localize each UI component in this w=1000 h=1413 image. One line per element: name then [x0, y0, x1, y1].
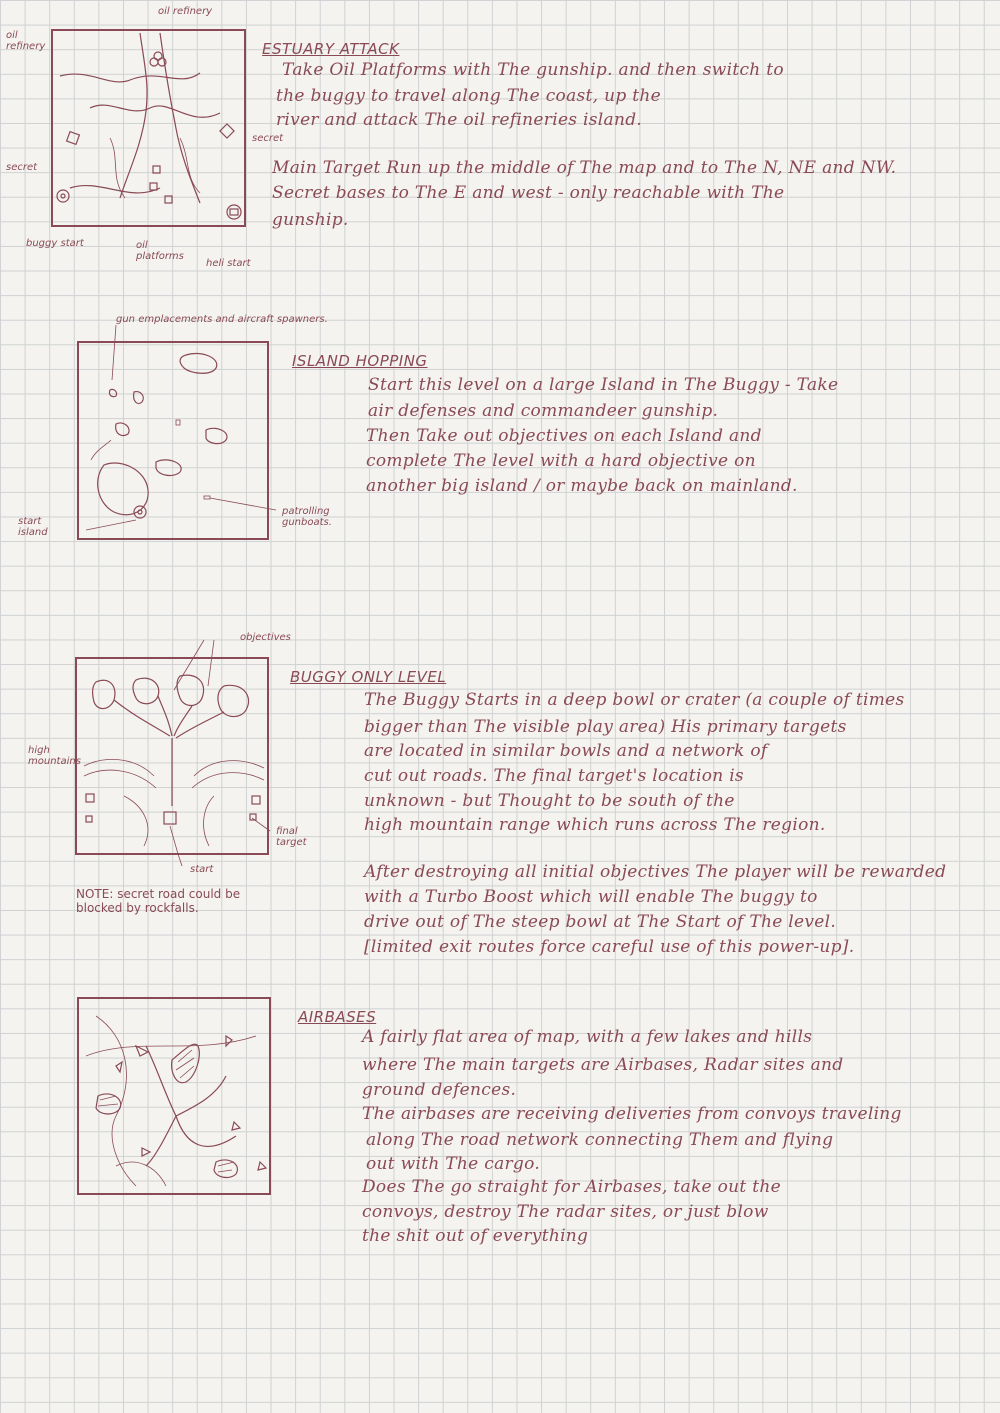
airbases-map-sketch: [77, 997, 271, 1195]
text-line: high mountain range which runs across Th…: [364, 815, 826, 835]
island-hopping-map-sketch: [77, 324, 277, 540]
text-line: are located in similar bowls and a netwo…: [364, 741, 768, 761]
section-title-estuary-attack: ESTUARY ATTACK: [262, 40, 400, 58]
text-line: along The road network connecting Them a…: [366, 1130, 834, 1150]
text-line: the shit out of everything: [362, 1226, 589, 1246]
section-title-airbases: AIRBASES: [298, 1008, 377, 1026]
buggy-only-level-map-sketch: [75, 639, 271, 867]
map-label-oil-refinery-top: oil refinery: [158, 6, 213, 17]
text-line: ground defences.: [362, 1080, 517, 1100]
text-line: convoys, destroy The radar sites, or jus…: [362, 1202, 769, 1222]
map-label-start: start: [190, 864, 214, 875]
text-line: unknown - but Thought to be south of the: [364, 791, 735, 811]
text-line: river and attack The oil refineries isla…: [276, 110, 643, 130]
text-line: with a Turbo Boost which will enable The…: [364, 887, 818, 907]
map-label-objectives: objectives: [240, 632, 291, 643]
text-line: Then Take out objectives on each Island …: [366, 426, 762, 446]
estuary-attack-map-sketch: [51, 29, 246, 227]
text-line: complete The level with a hard objective…: [366, 451, 756, 471]
text-line: The Buggy Starts in a deep bowl or crate…: [364, 690, 905, 710]
text-line: another big island / or maybe back on ma…: [366, 476, 798, 496]
map-label-heli-start: heli start: [206, 258, 251, 269]
map-label-oil-platforms: oil platforms: [136, 240, 184, 262]
map-label-start-island: start island: [18, 516, 48, 538]
text-line: Start this level on a large Island in Th…: [368, 375, 839, 395]
map-label-gun-emplacements: gun emplacements and aircraft spawners.: [116, 314, 328, 325]
text-line: Secret bases to The E and west - only re…: [272, 183, 785, 203]
text-line: air defenses and commandeer gunship.: [368, 401, 719, 421]
text-line: gunship.: [272, 210, 349, 230]
text-line: A fairly flat area of map, with a few la…: [362, 1027, 813, 1047]
text-line: Main Target Run up the middle of The map…: [272, 158, 897, 178]
map-label-high-mountains: high mountains: [28, 745, 81, 767]
text-line: out with The cargo.: [366, 1154, 541, 1174]
text-line: The airbases are receiving deliveries fr…: [362, 1104, 902, 1124]
note-line: NOTE: secret road could be: [76, 887, 241, 901]
text-line: [limited exit routes force careful use o…: [364, 937, 855, 957]
section-title-island-hopping: ISLAND HOPPING: [292, 352, 428, 370]
text-line: where The main targets are Airbases, Rad…: [362, 1055, 844, 1075]
text-line: Does The go straight for Airbases, take …: [362, 1177, 781, 1197]
text-line: the buggy to travel along The coast, up …: [276, 86, 661, 106]
text-line: After destroying all initial objectives …: [364, 862, 947, 882]
text-line: bigger than The visible play area) His p…: [364, 717, 847, 737]
note-line: blocked by rockfalls.: [76, 901, 199, 915]
text-line: drive out of The steep bowl at The Start…: [364, 912, 837, 932]
text-line: Take Oil Platforms with The gunship. and…: [282, 60, 784, 80]
map-label-final-target: final target: [276, 826, 307, 848]
map-label-secret-left: secret: [6, 162, 38, 173]
map-label-secret-right: secret: [252, 133, 284, 144]
map-label-patrolling-gunboats: patrolling gunboats.: [282, 506, 332, 528]
text-line: cut out roads. The final target's locati…: [364, 766, 744, 786]
map-label-buggy-start: buggy start: [26, 238, 84, 249]
map-label-oil-refinery-left: oil refinery: [6, 30, 46, 52]
section-title-buggy-only-level: BUGGY ONLY LEVEL: [290, 668, 447, 686]
